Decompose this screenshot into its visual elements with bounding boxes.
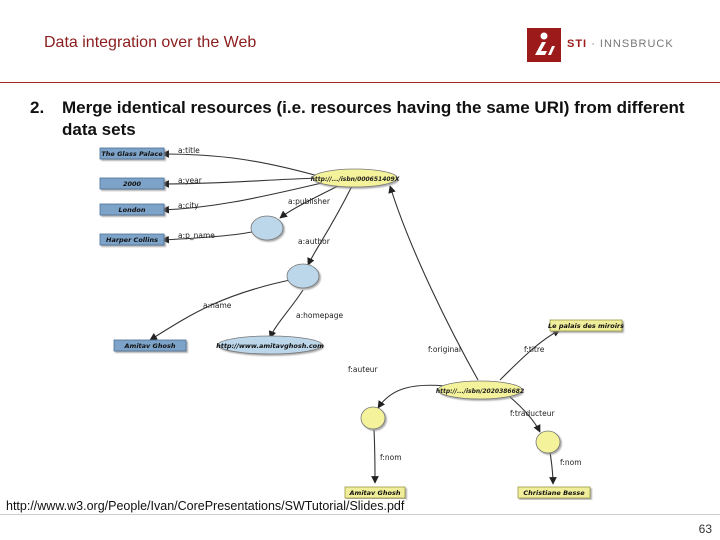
logo-city: INNSBRUCK xyxy=(599,38,674,50)
literal-city: London xyxy=(119,206,146,214)
label-nom1: f:nom xyxy=(380,453,402,462)
edge-name xyxy=(149,279,291,341)
edge-city xyxy=(161,181,327,214)
literal-publisher: Harper Collins xyxy=(106,236,158,244)
edge-title xyxy=(161,150,319,177)
edge-p_name xyxy=(161,231,253,244)
literal-boxes xyxy=(99,147,623,499)
literal-city-box xyxy=(99,203,165,216)
rdf-graph-diagram: http://.../isbn/000651409X http://.../is… xyxy=(90,140,650,500)
edge-original xyxy=(388,185,479,381)
edge-titre xyxy=(499,329,561,381)
literal-author-name: Amitav Ghosh xyxy=(124,342,176,350)
footer-divider xyxy=(0,514,720,515)
blank-node-author xyxy=(286,263,320,289)
label-year: a:year xyxy=(178,176,203,185)
literal-auteur-nom: Amitav Ghosh xyxy=(349,489,401,497)
label-city: a:city xyxy=(178,201,199,210)
logo-text: STI · INNSBRUCK xyxy=(567,38,674,50)
literal-titre-box xyxy=(549,319,623,332)
label-homepage: a:homepage xyxy=(296,311,344,320)
literal-year: 2000 xyxy=(123,180,142,188)
logo-separator: · xyxy=(591,38,596,50)
edge-labels: a:title a:year a:city a:p_name a:publish… xyxy=(178,146,582,467)
blank-node-traducteur xyxy=(535,430,561,454)
label-p_name: a:p_name xyxy=(178,231,215,240)
blank-nodes xyxy=(250,215,561,454)
point-text: Merge identical resources (i.e. resource… xyxy=(62,98,685,139)
literal-title: The Glass Palace xyxy=(101,150,163,158)
literal-homepage: http://www.amitavghosh.com xyxy=(216,342,324,350)
label-titre: f:titre xyxy=(524,345,545,354)
label-traducteur: f:traducteur xyxy=(510,409,555,418)
label-name: a:name xyxy=(203,301,232,310)
literal-title-box xyxy=(99,147,165,160)
literal-titre: Le palais des miroirs xyxy=(548,322,624,330)
homepage-resource xyxy=(217,335,323,355)
edges xyxy=(149,150,561,485)
edge-nom1 xyxy=(371,429,379,484)
edge-year xyxy=(161,177,319,188)
source-link[interactable]: http://www.w3.org/People/Ivan/CorePresen… xyxy=(4,499,407,513)
edge-publisher xyxy=(279,185,339,219)
literal-traducteur-nom-box xyxy=(517,486,591,499)
literal-traducteur-nom: Christiane Besse xyxy=(523,489,585,497)
isbn-resource-en-label: http://.../isbn/000651409X xyxy=(311,176,400,183)
page-number: 63 xyxy=(698,522,712,536)
isbn-resource-fr xyxy=(437,380,523,400)
label-auteur: f:auteur xyxy=(348,365,379,374)
logo-mark-icon xyxy=(527,28,561,62)
label-nom2: f:nom xyxy=(560,458,582,467)
slide-title: Data integration over the Web xyxy=(44,34,257,51)
label-title: a:title xyxy=(178,146,200,155)
point-number: 2. xyxy=(30,98,45,117)
label-publisher: a:publisher xyxy=(288,197,331,206)
logo-brand: STI xyxy=(567,38,588,50)
blank-node-publisher xyxy=(250,215,284,241)
blank-node-auteur xyxy=(360,406,386,430)
resource-nodes xyxy=(312,168,523,400)
sti-innsbruck-logo: STI · INNSBRUCK xyxy=(527,28,677,62)
literal-author-name-box xyxy=(113,339,187,352)
edge-author xyxy=(307,185,353,266)
label-author: a:author xyxy=(298,237,331,246)
header-divider xyxy=(0,82,720,83)
literal-auteur-nom-box xyxy=(344,486,406,499)
literal-labels: The Glass Palace 2000 London Harper Coll… xyxy=(101,150,624,497)
edge-traducteur xyxy=(509,396,541,433)
edge-homepage xyxy=(268,289,304,339)
edge-nom2 xyxy=(549,451,557,485)
literal-year-box xyxy=(99,177,165,190)
label-original: f:original xyxy=(428,345,461,354)
isbn-resource-fr-label: http://.../isbn/2020386682 xyxy=(436,388,524,395)
isbn-resource-en xyxy=(312,168,398,188)
literal-publisher-box xyxy=(99,233,165,246)
